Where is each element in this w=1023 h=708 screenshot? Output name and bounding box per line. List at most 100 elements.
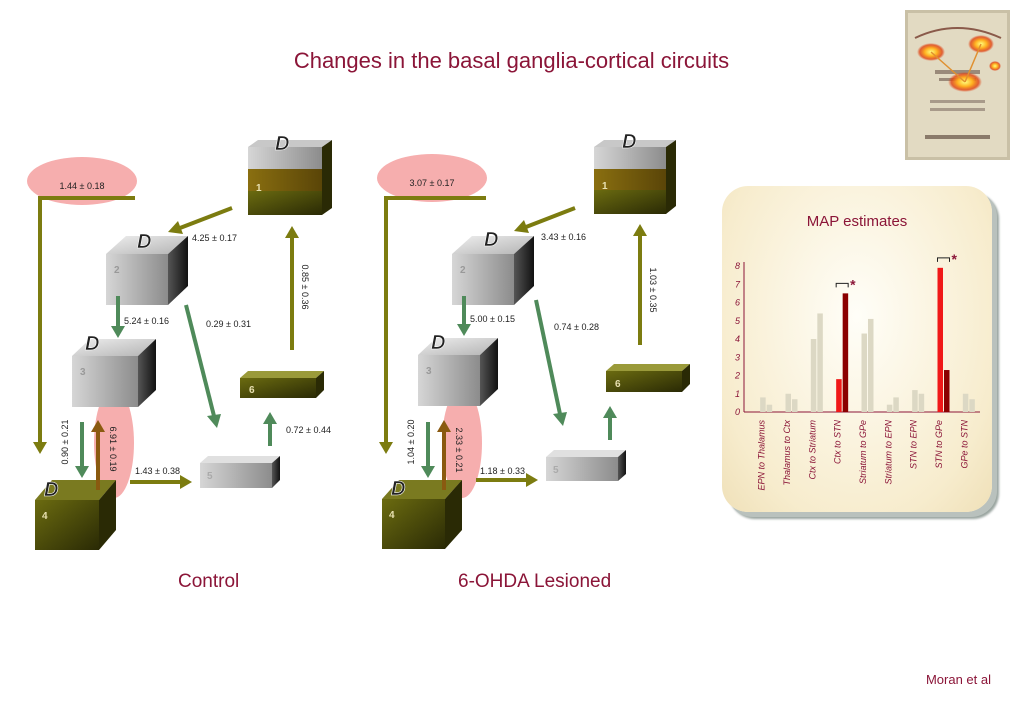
significance-star: * (850, 276, 856, 292)
rate-label: 3.07 ± 0.17 (410, 178, 455, 188)
box-5-label: 5 (207, 471, 213, 482)
significance-bracket (835, 282, 849, 288)
x-tick-label: STN to GPe (934, 420, 944, 469)
control-caption: Control (178, 571, 240, 592)
box-1-cortex: 1 D (594, 131, 676, 214)
bar (868, 318, 874, 412)
bar (912, 390, 918, 412)
bar (937, 267, 943, 412)
bar (918, 393, 925, 412)
arrows (33, 196, 299, 490)
rate-label: 1.44 ± 0.18 (60, 181, 105, 191)
hyperdirect-highlight (377, 154, 487, 202)
lesioned-caption: 6-OHDA Lesioned (458, 571, 612, 592)
bar (766, 404, 773, 412)
bar (817, 313, 823, 412)
dopamine-marker: D (137, 231, 151, 253)
rate-label: 3.43 ± 0.16 (541, 232, 586, 242)
stn-gpe-highlight (442, 388, 482, 498)
box-6-thalamus: 6 (240, 371, 324, 398)
box-1-cortex: 1 D (248, 133, 332, 215)
x-tick-label: Thalamus to Ctx (782, 420, 792, 486)
rate-label: 0.90 ± 0.21 (60, 420, 70, 465)
box-6-label: 6 (615, 379, 621, 390)
x-tick-label: EPN to Thalamus (757, 420, 767, 491)
box-3-gpe: 3 D (72, 333, 156, 407)
x-tick-label: Striatum to EPN (883, 420, 893, 485)
y-tick-label: 4 (735, 334, 740, 344)
box-2-label: 2 (114, 265, 120, 276)
str-to-epn-arrow (534, 299, 562, 415)
control-panel: 1 D 2 D 3 D 4 D 5 (27, 133, 332, 550)
y-tick-label: 2 (734, 371, 740, 381)
stn-gpe-highlight (94, 388, 134, 498)
thal-to-ctx-arrow (525, 206, 576, 229)
rate-label: 1.43 ± 0.38 (135, 466, 180, 476)
str-to-epn-arrow (184, 304, 216, 417)
bar (893, 397, 899, 412)
significance-bracket (937, 257, 950, 262)
box-5-label: 5 (553, 465, 559, 476)
y-tick-label: 5 (735, 316, 741, 326)
y-tick-label: 1 (735, 389, 740, 399)
box-5-epn: 5 (200, 456, 280, 488)
box-4-label: 4 (42, 511, 48, 522)
rate-label: 4.25 ± 0.17 (192, 233, 237, 243)
map-estimates-title: MAP estimates (806, 213, 908, 230)
box-5-epn: 5 (546, 450, 626, 481)
box-2-striatum: 2 D (452, 229, 534, 305)
thal-to-ctx-arrow (179, 206, 233, 230)
bar (886, 404, 893, 412)
bar (842, 293, 849, 412)
bar (785, 393, 791, 412)
hyperdirect-highlight (27, 157, 137, 205)
journal-cover-thumbnail (905, 10, 1010, 160)
dopamine-marker: D (431, 332, 445, 354)
circuit-diagrams: 1 D 2 D 3 D 4 D 5 (27, 131, 690, 550)
page-title: Changes in the basal ganglia-cortical ci… (293, 48, 730, 73)
dopamine-marker: D (275, 133, 289, 155)
rate-label: 6.91 ± 0.19 (108, 427, 118, 472)
bar (861, 333, 867, 412)
bar (836, 379, 842, 412)
y-tick-label: 0 (735, 407, 740, 417)
lesioned-panel: 1 D 2 D 3 D 4 D 5 (377, 131, 690, 549)
rate-label: 1.18 ± 0.33 (480, 466, 525, 476)
rate-labels: 1.44 ± 0.18 4.25 ± 0.17 5.24 ± 0.16 0.29… (60, 181, 331, 476)
author-credit: Moran et al (925, 672, 991, 687)
box-1-label: 1 (256, 183, 262, 194)
box-2-striatum: 2 D (106, 231, 188, 305)
x-tick-label: STN to EPN (909, 420, 919, 470)
box-4-stn: 4 D (382, 478, 462, 549)
y-tick-label: 8 (735, 261, 740, 271)
box-3-gpe: 3 D (418, 332, 498, 406)
rate-label: 0.72 ± 0.44 (286, 425, 331, 435)
dopamine-marker: D (622, 131, 636, 153)
bar (792, 399, 798, 412)
rate-label: 2.33 ± 0.21 (454, 428, 464, 473)
rate-label: 1.04 ± 0.20 (406, 420, 416, 465)
rate-label: 5.24 ± 0.16 (124, 316, 169, 326)
rate-label: 0.74 ± 0.28 (554, 322, 599, 332)
box-6-label: 6 (249, 385, 255, 396)
box-6-thalamus: 6 (606, 364, 690, 392)
x-tick-label: GPe to STN (959, 419, 969, 468)
box-4-label: 4 (389, 510, 395, 521)
dopamine-marker: D (484, 229, 498, 251)
rate-label: 0.85 ± 0.36 (300, 265, 310, 310)
box-2-label: 2 (460, 265, 466, 276)
box-1-label: 1 (602, 181, 608, 192)
dopamine-marker: D (44, 479, 58, 501)
bar (810, 339, 817, 412)
rate-label: 0.29 ± 0.31 (206, 319, 251, 329)
box-4-stn: 4 D (35, 479, 116, 550)
y-tick-label: 7 (735, 279, 741, 289)
hyperdirect-arrow (384, 196, 486, 442)
box-3-label: 3 (80, 367, 86, 378)
dopamine-marker: D (391, 478, 405, 500)
hyperdirect-arrow (38, 196, 135, 442)
significance-star: * (952, 251, 958, 267)
bar (969, 399, 975, 412)
